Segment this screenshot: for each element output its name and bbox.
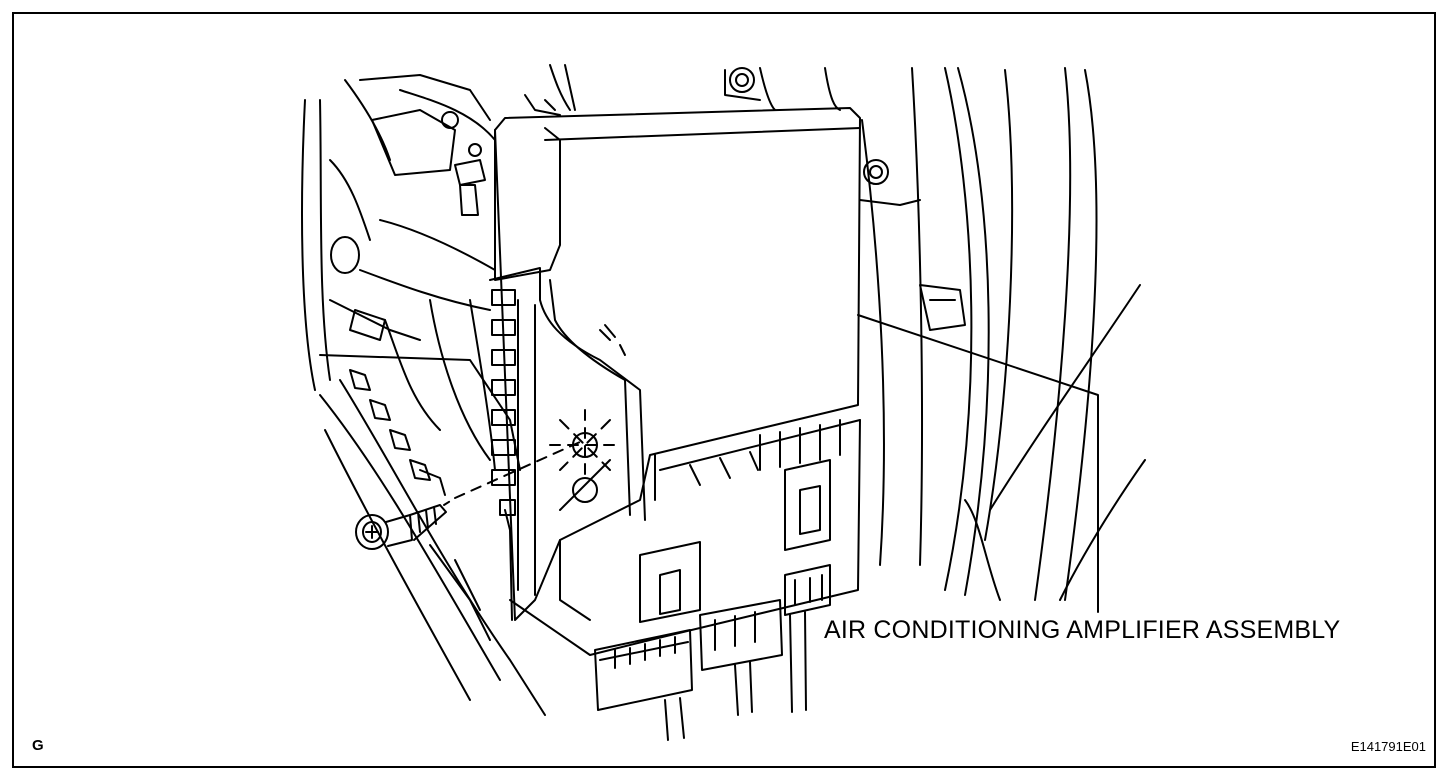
vehicle-pillar-structure [724, 67, 1146, 601]
dashboard-lower-panel [319, 354, 546, 716]
vehicle-body-structure [301, 64, 576, 471]
corner-code: G [32, 737, 44, 754]
callout-label: AIR CONDITIONING AMPLIFIER ASSEMBLY [824, 616, 1341, 644]
fixing-bolt [355, 441, 581, 550]
diagram-frame [12, 12, 1436, 768]
wire-harness-connectors [594, 459, 831, 741]
figure-id: E141791E01 [1350, 739, 1426, 754]
mounting-boss [549, 409, 621, 511]
amplifier-case [489, 107, 861, 656]
callout-leader-line [857, 314, 1099, 613]
